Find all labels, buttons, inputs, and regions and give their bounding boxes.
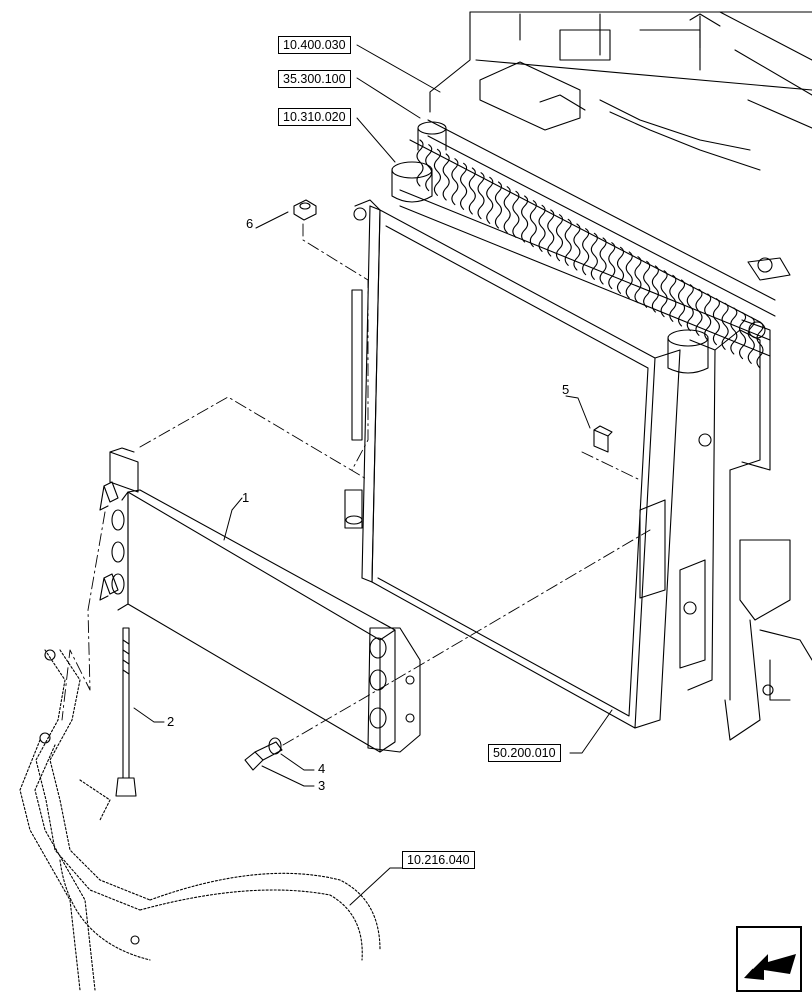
callout-part-3[interactable]: 3: [318, 778, 326, 793]
radiator-fin: [451, 158, 459, 206]
radiator-fin: [712, 298, 720, 346]
previous-page-arrow-icon: [744, 947, 796, 980]
radiator-fin: [721, 302, 729, 350]
radiator-fin: [547, 209, 555, 257]
radiator-fin: [486, 176, 494, 224]
radiator-fin: [477, 172, 485, 220]
radiator-fin: [460, 162, 468, 210]
radiator-fin: [521, 195, 529, 243]
radiator-fin: [660, 270, 668, 318]
radiator-fin: [704, 293, 712, 341]
reference-label-10-400-030[interactable]: 10.400.030: [278, 36, 351, 54]
radiator-fin: [529, 200, 537, 248]
radiator-fin: [425, 144, 433, 192]
long-bolt-part-2: [115, 627, 137, 797]
radiator-fin: [616, 246, 625, 294]
callout-part-1[interactable]: 1: [242, 490, 250, 505]
radiator-fin: [643, 260, 651, 308]
radiator-fin: [512, 190, 520, 238]
previous-page-button[interactable]: [736, 926, 802, 992]
bolt-washer-parts-3-4: [244, 737, 283, 771]
reference-label-10-310-020[interactable]: 10.310.020: [278, 108, 351, 126]
radiator-fin: [590, 232, 598, 280]
reference-label-35-300-100[interactable]: 35.300.100: [278, 70, 351, 88]
hose-fittings: [99, 481, 119, 601]
condenser-left-rail: [344, 199, 381, 529]
radiator-fin: [739, 312, 747, 360]
radiator-fin: [625, 251, 633, 299]
radiator-fin: [651, 265, 659, 313]
hose-end-fittings: [39, 649, 140, 945]
assembly-alignment-lines: [61, 223, 651, 746]
radiator-fin: [677, 279, 686, 327]
radiator-fin: [599, 237, 607, 285]
oil-cooler-part-1: [109, 447, 421, 753]
radiator-fin: [686, 284, 694, 332]
reference-label-10-216-040[interactable]: 10.216.040: [402, 851, 475, 869]
radiator-fin: [494, 181, 503, 229]
radiator-fin: [538, 204, 546, 252]
leader-lines: [133, 44, 613, 906]
callout-part-5[interactable]: 5: [562, 382, 570, 397]
radiator-right-tank: [639, 257, 812, 741]
radiator-top-fins: [399, 119, 776, 357]
radiator-fin: [573, 223, 581, 271]
radiator-fin: [634, 256, 642, 304]
hose-assembly: [19, 649, 381, 991]
nut-part-6: [293, 199, 317, 221]
radiator-fin: [669, 274, 677, 322]
radiator-fin: [555, 214, 564, 262]
radiator-filler-caps: [391, 121, 709, 374]
radiator-fin: [503, 186, 511, 234]
radiator-fin-lines: [416, 139, 764, 369]
radiator-fin: [730, 307, 738, 355]
radiator-fin: [608, 242, 616, 290]
radiator-fin: [695, 288, 703, 336]
radiator-fin: [582, 228, 590, 276]
clip-part-5: [593, 425, 613, 453]
condenser-panel: [361, 205, 681, 729]
radiator-fin: [433, 148, 441, 196]
callout-part-6[interactable]: 6: [246, 216, 254, 231]
radiator-fin: [442, 153, 450, 201]
callout-part-4[interactable]: 4: [318, 761, 326, 776]
upper-frame-assembly: [429, 11, 812, 171]
radiator-fin: [468, 167, 476, 215]
callout-part-2[interactable]: 2: [167, 714, 175, 729]
reference-label-50-200-010[interactable]: 50.200.010: [488, 744, 561, 762]
radiator-fin: [564, 218, 572, 266]
